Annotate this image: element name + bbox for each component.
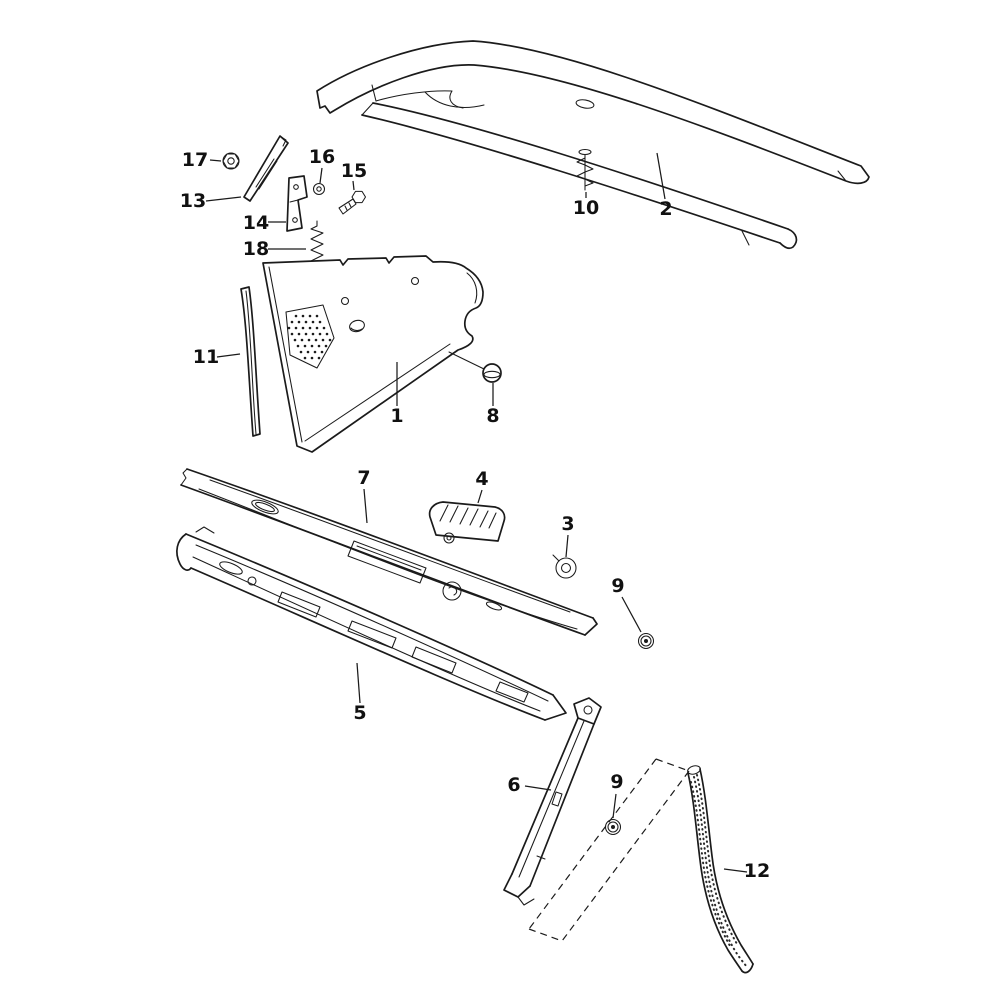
part-9-nut-upper [637, 632, 655, 650]
part-12-seal [687, 765, 754, 974]
construction-dashed-lines [528, 758, 690, 942]
callout-13: 13 [180, 190, 206, 212]
leader-lines [205, 152, 748, 873]
callout-4: 4 [475, 468, 488, 490]
callout-11: 11 [193, 346, 219, 368]
part-1-side-panel [262, 255, 484, 453]
callout-6: 6 [507, 774, 520, 796]
part-14-bracket [286, 175, 308, 232]
callout-labels: 17 13 16 15 14 18 10 2 11 1 8 7 4 3 9 5 … [180, 146, 770, 882]
part-5-lower-rail [176, 526, 567, 721]
callout-18: 18 [243, 238, 269, 260]
part-16-washer [312, 182, 326, 196]
callout-5: 5 [353, 702, 366, 724]
callout-16: 16 [309, 146, 335, 168]
speaker-perforation-dots [287, 314, 332, 360]
callout-17: 17 [182, 149, 208, 171]
part-6-pillar-trim [503, 697, 602, 906]
part-11-strip [240, 286, 261, 437]
callout-10: 10 [573, 197, 599, 219]
callout-2: 2 [659, 198, 672, 220]
part-9-nut-lower [604, 818, 622, 836]
callout-8: 8 [486, 405, 499, 427]
callout-1: 1 [390, 405, 403, 427]
callout-3: 3 [561, 513, 574, 535]
callout-7: 7 [357, 467, 370, 489]
callout-14: 14 [243, 212, 269, 234]
callout-9-upper: 9 [611, 575, 624, 597]
part-8-plug [448, 351, 502, 383]
callout-15: 15 [341, 160, 367, 182]
part-13-bracket [243, 135, 289, 202]
part-17-nut [222, 152, 240, 170]
part-3-grommet [552, 554, 577, 579]
part-10-clip [576, 148, 594, 191]
callout-12: 12 [744, 860, 770, 882]
callout-9-lower: 9 [610, 771, 623, 793]
part-7-upper-rail [180, 468, 598, 636]
part-2-top-trim [316, 40, 870, 250]
part-15-screw [338, 190, 367, 215]
part-4-bracket [428, 501, 506, 544]
